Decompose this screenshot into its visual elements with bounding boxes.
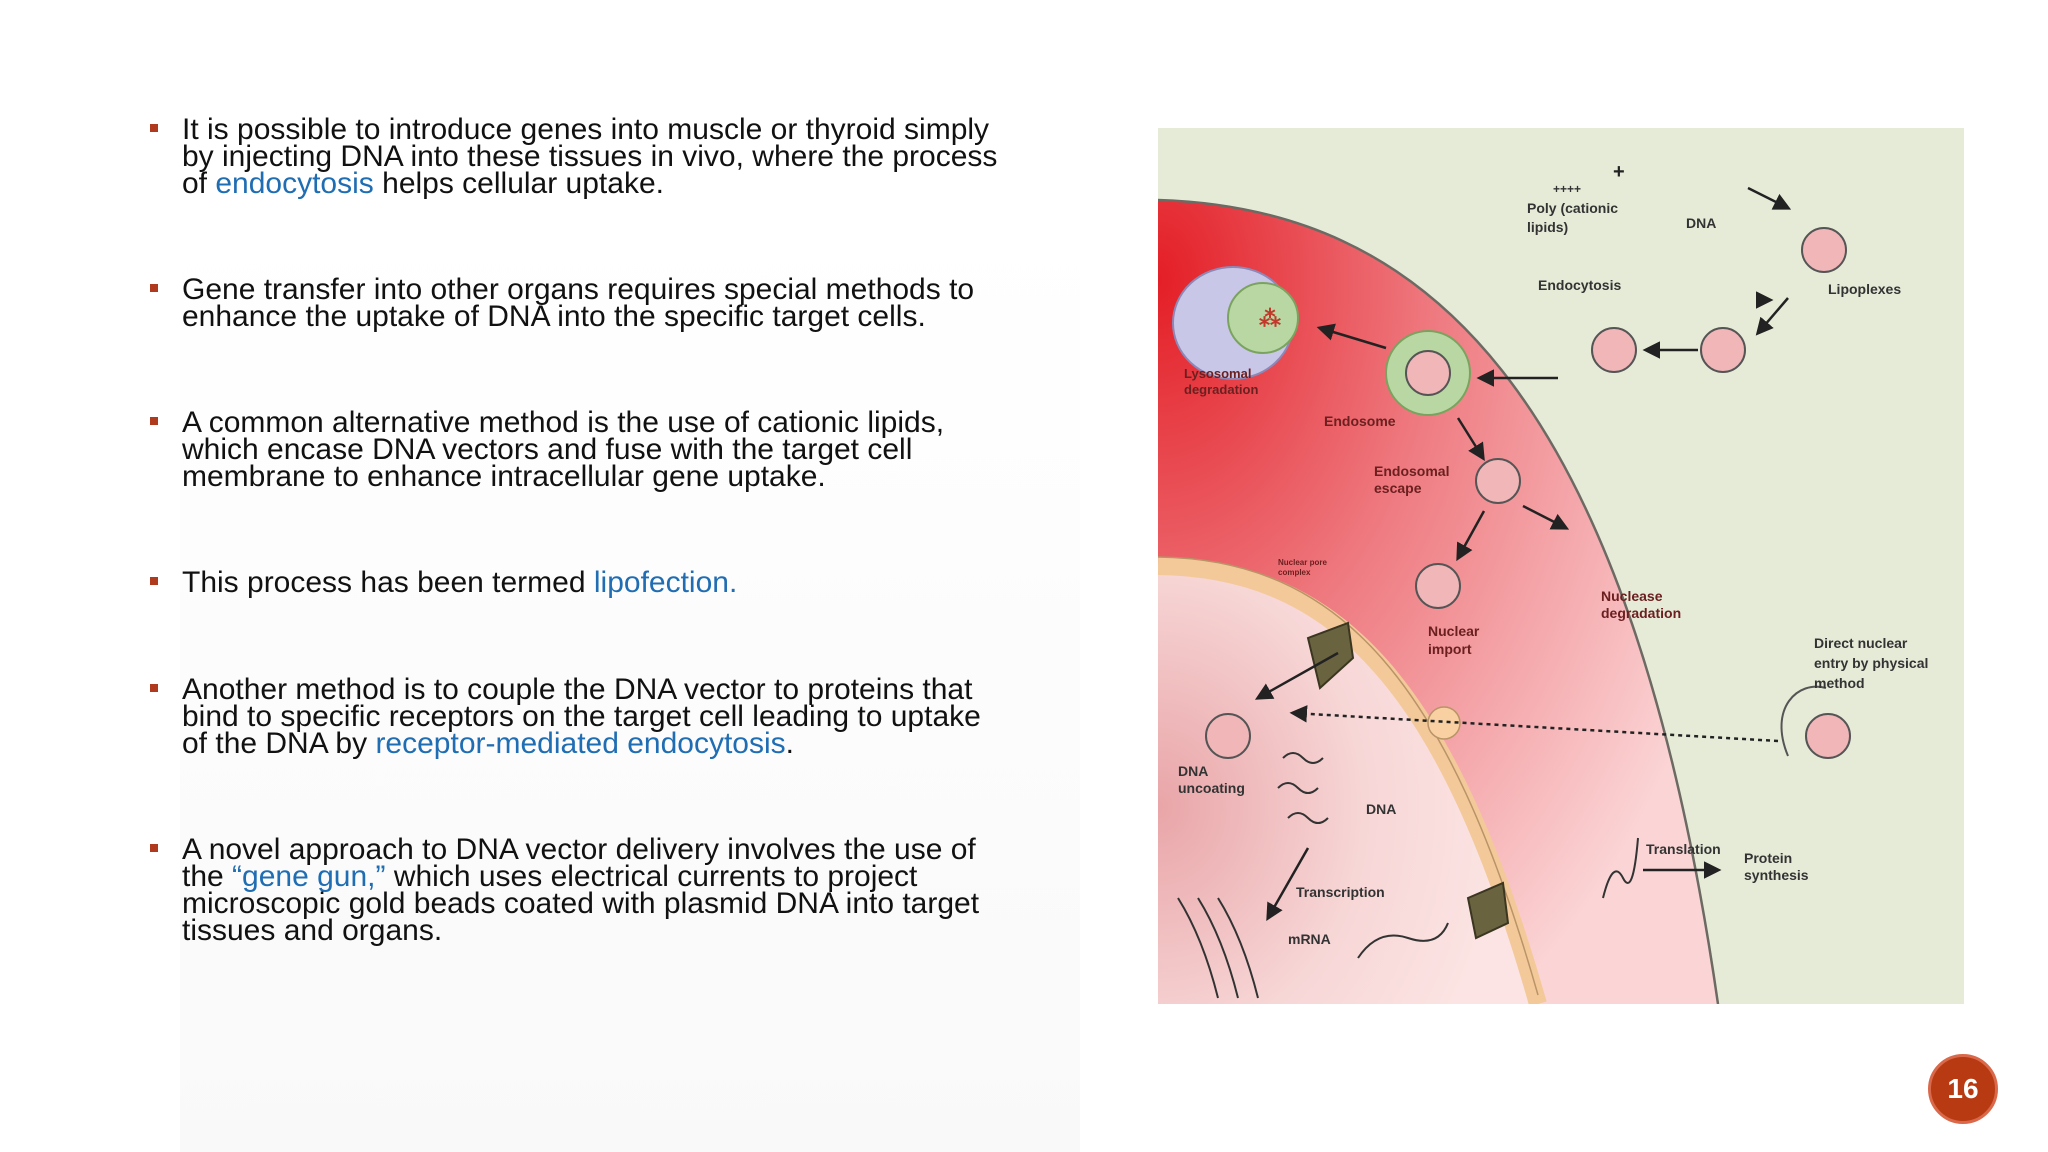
bullet-line: microscopic gold beads coated with plasm… — [182, 887, 980, 920]
dna-strands — [1177, 752, 1639, 999]
bullet-line: of the DNA by receptor-mediated endocyto… — [182, 727, 794, 760]
gene-delivery-diagram: ⁂ — [1158, 128, 1964, 1004]
bullet-item: A novel approach to DNA vector delivery … — [150, 833, 980, 947]
lipoplex-complexes — [1205, 227, 1851, 759]
label-endosomal: Endosomal — [1374, 463, 1449, 479]
bullet-line: Another method is to couple the DNA vect… — [182, 673, 973, 706]
pathway-arrows — [1254, 186, 1792, 922]
label-endocytosis: Endocytosis — [1538, 277, 1621, 293]
label-charges: ++++ — [1553, 182, 1581, 196]
nuclear-envelope — [1158, 557, 1547, 1004]
bullet-line: It is possible to introduce genes into m… — [182, 113, 990, 146]
label-lysosomal: Lysosomal — [1184, 366, 1251, 381]
label-endosome: Endosome — [1324, 413, 1396, 429]
page-number-badge: 16 — [1928, 1054, 1998, 1124]
link-lipofection[interactable]: lipofection. — [593, 566, 738, 599]
label-direct-2: entry by physical — [1814, 655, 1928, 671]
label-dna-uncoating: DNA — [1178, 763, 1208, 779]
bullet-line: This process has been termed lipofection… — [182, 566, 738, 599]
label-nuclear-import-2: import — [1428, 641, 1472, 657]
label-nuclear-pore: Nuclear pore — [1278, 558, 1327, 567]
label-dna-uncoating-2: uncoating — [1178, 780, 1245, 796]
label-dna-mid: DNA — [1366, 801, 1396, 817]
label-translation: Translation — [1646, 841, 1721, 857]
nuclear-pore-complex — [1306, 621, 1510, 940]
link-receptor-mediated-endocytosis[interactable]: receptor-mediated endocytosis — [375, 727, 786, 760]
bullet-line: enhance the uptake of DNA into the speci… — [182, 300, 926, 333]
bullet-marker — [150, 417, 158, 425]
link-gene-gun[interactable]: “gene gun,” — [232, 860, 386, 893]
label-nuclear-pore-2: complex — [1278, 568, 1311, 577]
bullet-marker — [150, 124, 158, 132]
bullet-item: Another method is to couple the DNA vect… — [150, 673, 981, 760]
bullet-line: tissues and organs. — [182, 914, 443, 947]
bullet-marker — [150, 577, 158, 585]
bullet-line: by injecting DNA into these tissues in v… — [182, 140, 998, 173]
bullet-line: of endocytosis helps cellular uptake. — [182, 167, 664, 200]
label-poly-2: lipids) — [1527, 219, 1568, 235]
bullet-item: It is possible to introduce genes into m… — [150, 113, 998, 200]
bullet-item: This process has been termed lipofection… — [150, 566, 738, 599]
bullet-line: which encase DNA vectors and fuse with t… — [182, 433, 913, 466]
bullet-marker — [150, 844, 158, 852]
bullet-item: A common alternative method is the use o… — [150, 406, 945, 493]
label-direct-3: method — [1814, 675, 1865, 691]
nuclear-envelope-outer — [1158, 556, 1539, 996]
bullet-line: A common alternative method is the use o… — [182, 406, 945, 439]
label-transcription: Transcription — [1296, 884, 1385, 900]
label-dna-top: DNA — [1686, 215, 1716, 231]
bullet-marker — [150, 684, 158, 692]
bullet-line: membrane to enhance intracellular gene u… — [182, 460, 826, 493]
content-background — [180, 220, 1080, 1152]
nucleus — [1158, 566, 1538, 1004]
label-protein-2: synthesis — [1744, 867, 1809, 883]
label-nuclear-import: Nuclear — [1428, 623, 1480, 639]
link-endocytosis[interactable]: endocytosis — [215, 167, 374, 200]
endosome — [1385, 330, 1471, 416]
bullet-line: A novel approach to DNA vector delivery … — [182, 833, 976, 866]
label-endosomal-2: escape — [1374, 480, 1422, 496]
label-lysosomal-2: degradation — [1184, 382, 1258, 397]
bullet-marker — [150, 284, 158, 292]
label-poly: Poly (cationic — [1527, 200, 1618, 216]
bullet-line: bind to specific receptors on the target… — [182, 700, 981, 733]
bullet-item: Gene transfer into other organs requires… — [150, 273, 975, 333]
lysosome: ⁂ — [1172, 266, 1299, 380]
label-mrna: mRNA — [1288, 931, 1331, 947]
label-nuclease: Nuclease — [1601, 588, 1663, 604]
bullet-line: Gene transfer into other organs requires… — [182, 273, 975, 306]
label-protein: Protein — [1744, 850, 1792, 866]
bullet-line: the “gene gun,” which uses electrical cu… — [182, 860, 918, 893]
label-lipoplexes: Lipoplexes — [1828, 281, 1901, 297]
cell-membrane — [1158, 198, 1720, 1004]
label-nuclease-2: degradation — [1601, 605, 1681, 621]
label-direct: Direct nuclear — [1814, 635, 1908, 651]
direct-entry-pocket — [1427, 685, 1827, 757]
svg-text:⁂: ⁂ — [1259, 306, 1281, 331]
label-plus: + — [1613, 161, 1625, 183]
